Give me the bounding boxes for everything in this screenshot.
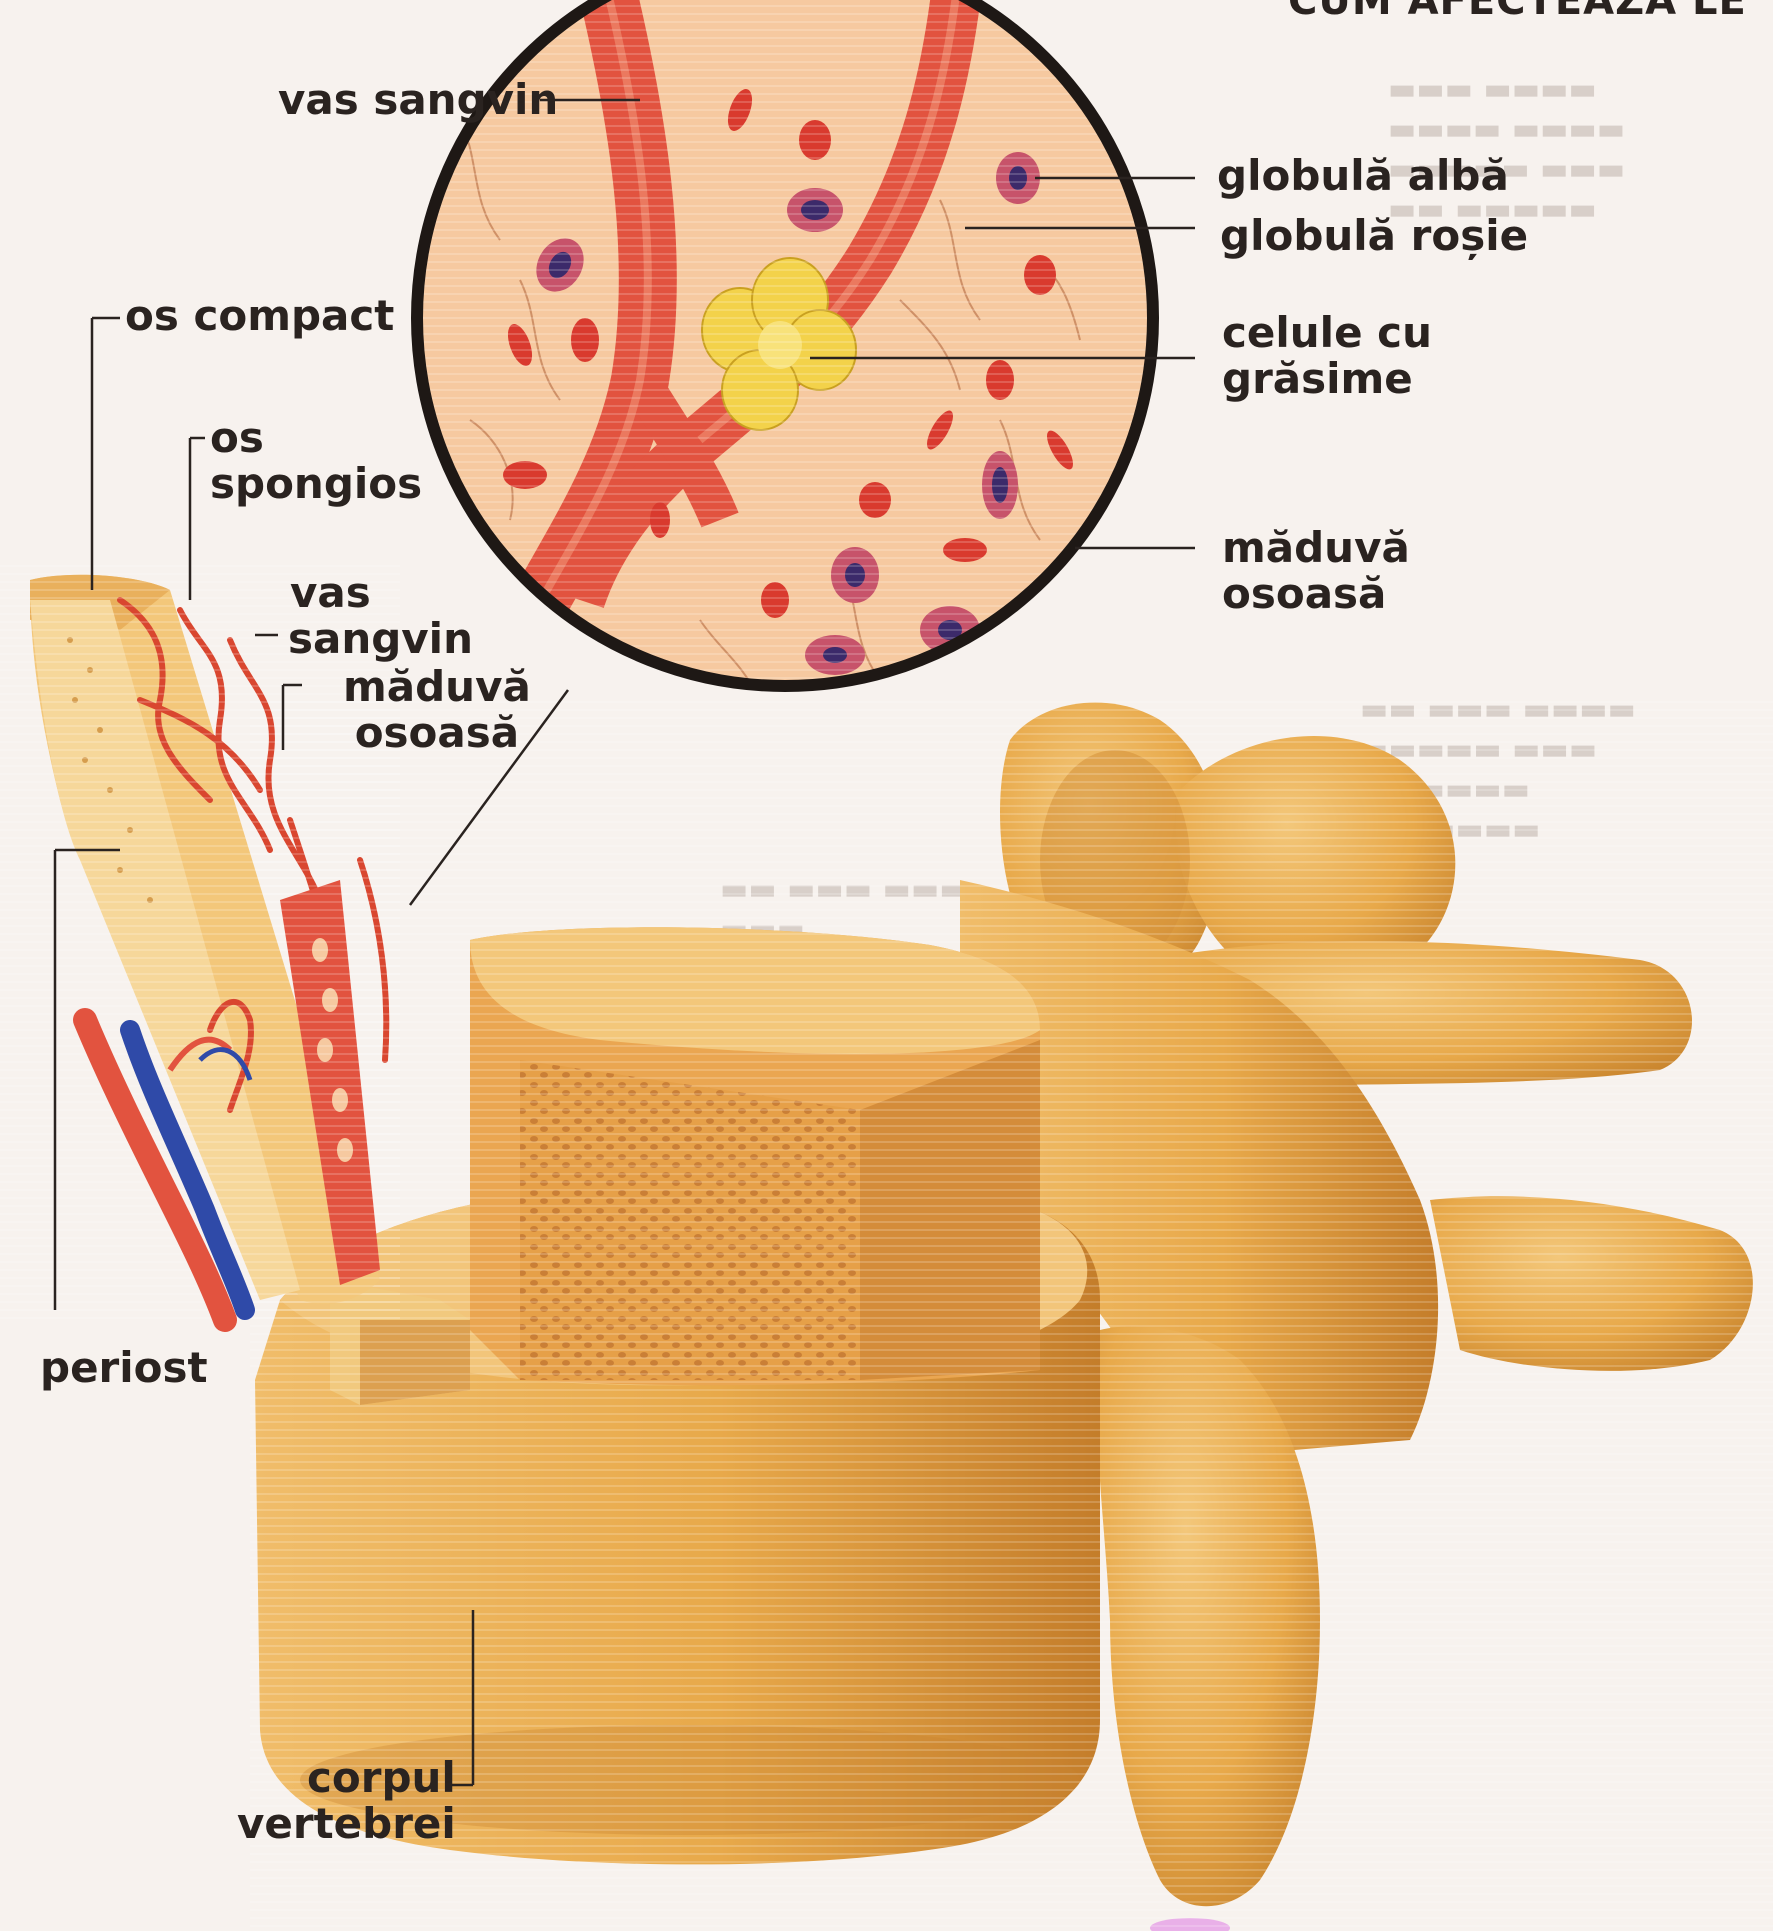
label-vas-sangvin-top: vas sangvin [278,77,558,123]
label-os-compact: os compact [125,293,394,339]
label-maduva-left-line1: măduvă [343,662,531,711]
label-periost: periost [40,1345,208,1391]
label-corpul-line1: corpul [307,1753,456,1802]
label-maduva-osoasa-right: măduvă osoasă [1222,525,1410,617]
label-maduva-right-line1: măduvă [1222,523,1410,572]
label-celule-cu-grasime: celule cu grăsime [1222,310,1432,402]
label-vas-sangvin-left-line2: sangvin [288,614,473,663]
label-maduva-right-line2: osoasă [1222,569,1386,618]
label-vas-sangvin-left-line1: vas [290,568,371,617]
label-corpul-vertebrei: corpul vertebrei [237,1755,456,1847]
label-os-spongios-line1: os [210,413,264,462]
label-globula-rosie: globulă roșie [1220,213,1528,259]
label-maduva-osoasa-left: măduvă osoasă [343,664,531,756]
label-globula-alba: globulă albă [1217,153,1509,199]
label-maduva-left-line2: osoasă [355,708,519,757]
label-os-spongios-line2: spongios [210,459,422,508]
label-celule-line1: celule cu [1222,308,1432,357]
label-os-spongios: os spongios [210,415,422,507]
label-vas-sangvin-left: vas sangvin [288,570,473,662]
label-celule-line2: grăsime [1222,354,1413,403]
vertebral-body [250,700,1773,1931]
label-corpul-line2: vertebrei [237,1799,456,1848]
